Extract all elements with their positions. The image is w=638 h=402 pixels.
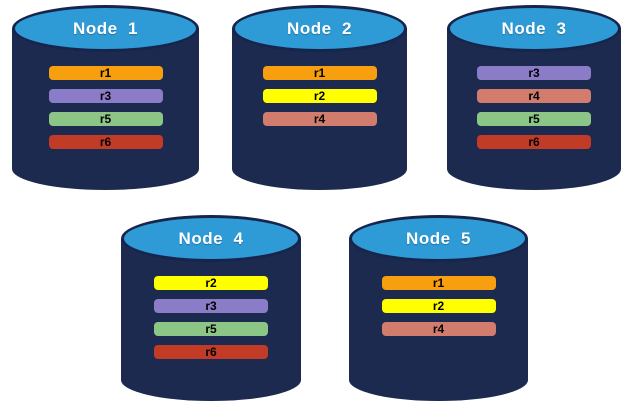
node-1-cylinder-top: Node 1	[12, 5, 199, 52]
node-1-replica-list: r1 r3 r5 r6	[12, 66, 199, 149]
replica-bar-r6: r6	[477, 135, 591, 149]
node-4-label: Node 4	[178, 228, 244, 248]
node-4-cylinder: Node 4 r2 r3 r5 r6	[121, 215, 301, 401]
node-2-cylinder: Node 2 r1 r2 r4	[232, 5, 407, 190]
node-4-cylinder-top: Node 4	[121, 215, 301, 262]
node-4-replica-list: r2 r3 r5 r6	[121, 276, 301, 359]
node-1-label: Node 1	[73, 18, 138, 38]
node-2-cylinder-body	[232, 28, 407, 190]
node-3-cylinder-body	[447, 28, 621, 190]
replica-bar-r3: r3	[48, 89, 163, 103]
node-3-replica-list: r3 r4 r5 r6	[447, 66, 621, 149]
replica-bar-r4: r4	[262, 112, 377, 126]
node-5-cylinder-top: Node 5	[349, 215, 528, 262]
replica-bar-r1: r1	[381, 276, 496, 290]
node-1-cylinder: Node 1 r1 r3 r5 r6	[12, 5, 199, 190]
node-2-cylinder-top: Node 2	[232, 5, 407, 52]
replica-bar-r1: r1	[48, 66, 163, 80]
replica-bar-r1: r1	[262, 66, 377, 80]
node-2-label: Node 2	[287, 18, 352, 38]
node-5-replica-list: r1 r2 r4	[349, 276, 528, 336]
node-2-replica-list: r1 r2 r4	[232, 66, 407, 126]
replica-bar-r6: r6	[48, 135, 163, 149]
replica-bar-r4: r4	[477, 89, 591, 103]
replica-bar-r3: r3	[154, 299, 268, 313]
replica-bar-r5: r5	[154, 322, 268, 336]
node-3-label: Node 3	[501, 18, 567, 38]
replica-bar-r3: r3	[477, 66, 591, 80]
node-3-cylinder: Node 3 r3 r4 r5 r6	[447, 5, 621, 190]
node-3-cylinder-top: Node 3	[447, 5, 621, 52]
node-4-cylinder-body	[121, 238, 301, 401]
replica-bar-r5: r5	[48, 112, 163, 126]
node-5-label: Node 5	[406, 228, 471, 248]
node-5-cylinder-body	[349, 238, 528, 401]
replica-bar-r2: r2	[262, 89, 377, 103]
replica-bar-r2: r2	[381, 299, 496, 313]
replica-bar-r2: r2	[154, 276, 268, 290]
node-5-cylinder: Node 5 r1 r2 r4	[349, 215, 528, 401]
replica-bar-r6: r6	[154, 345, 268, 359]
node-1-cylinder-body	[12, 28, 199, 190]
replica-bar-r5: r5	[477, 112, 591, 126]
replica-bar-r4: r4	[381, 322, 496, 336]
